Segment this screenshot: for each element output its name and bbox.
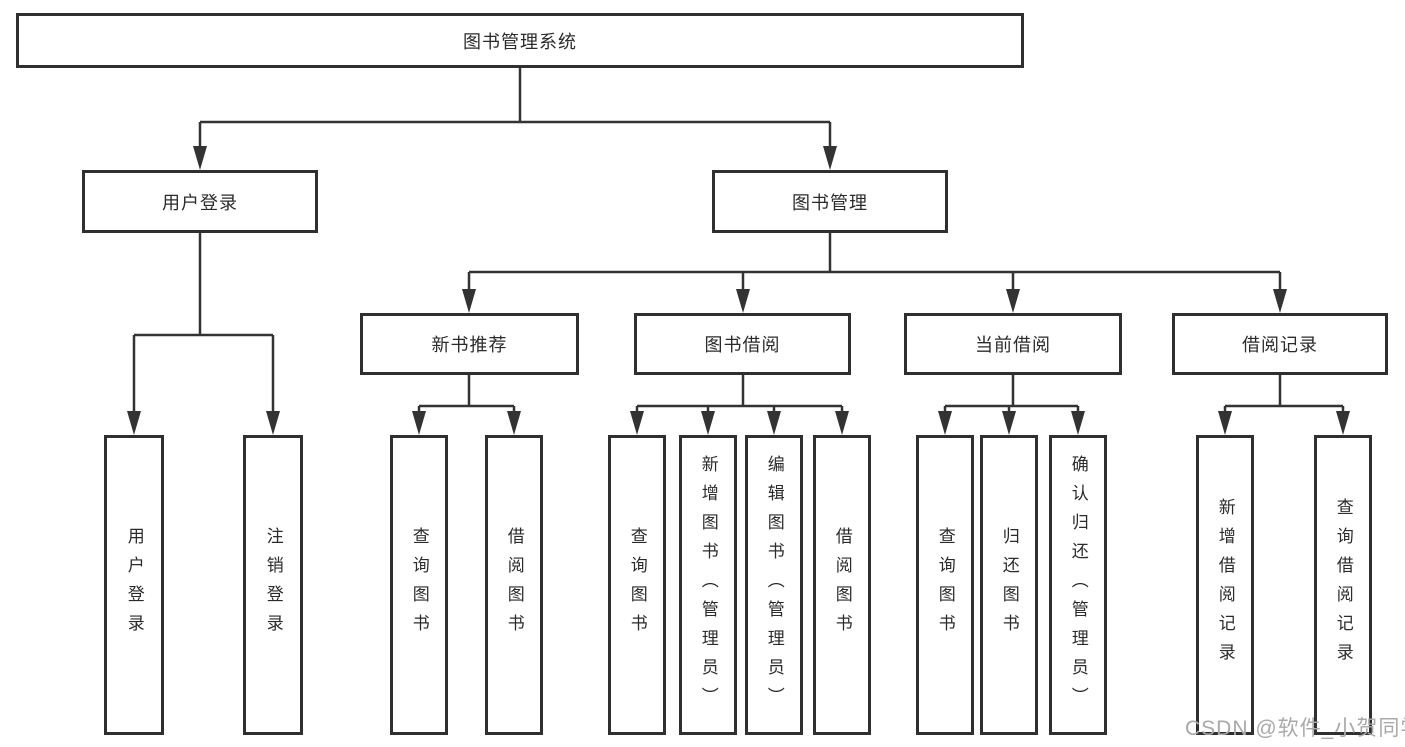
leaf-label: 确认归还（管理员） — [1068, 454, 1088, 716]
leaf-current-confirm-return-admin: 确认归还（管理员） — [1049, 435, 1107, 735]
leaf-user-login: 用户登录 — [104, 435, 164, 735]
node-root: 图书管理系统 — [16, 13, 1024, 68]
node-book-borrowing: 图书借阅 — [634, 313, 851, 375]
arrowhead-icon — [701, 411, 715, 435]
leaf-label: 查询图书 — [935, 527, 955, 643]
leaf-label: 借阅图书 — [832, 527, 852, 643]
connector-user-login-to-leaves — [132, 233, 275, 415]
leaf-label: 新增图书（管理员） — [698, 454, 718, 716]
leaf-newbook-query-books: 查询图书 — [390, 435, 448, 735]
arrowhead-icon — [835, 411, 849, 435]
leaf-records-add-record: 新增借阅记录 — [1196, 435, 1254, 735]
arrowheads — [127, 146, 1350, 435]
arrowhead-icon — [193, 146, 207, 170]
leaf-label: 查询图书 — [409, 527, 429, 643]
arrowhead-icon — [127, 411, 141, 435]
arrowhead-icon — [823, 146, 837, 170]
arrowhead-icon — [412, 411, 426, 435]
arrowhead-icon — [938, 411, 952, 435]
arrowhead-icon — [767, 411, 781, 435]
leaf-label: 查询借阅记录 — [1333, 498, 1353, 672]
leaf-label: 查询图书 — [627, 527, 647, 643]
connector-root-to-level1 — [198, 68, 832, 150]
arrowhead-icon — [1071, 411, 1085, 435]
leaf-borrowing-borrow-books: 借阅图书 — [813, 435, 871, 735]
leaf-label: 编辑图书（管理员） — [764, 454, 784, 716]
leaf-records-query-record: 查询借阅记录 — [1314, 435, 1372, 735]
arrowhead-icon — [266, 411, 280, 435]
leaf-label: 新增借阅记录 — [1215, 498, 1235, 672]
arrowhead-icon — [1336, 411, 1350, 435]
node-borrowing-records: 借阅记录 — [1172, 313, 1388, 375]
leaf-label: 借阅图书 — [504, 527, 524, 643]
leaf-current-return-books: 归还图书 — [980, 435, 1038, 735]
arrowhead-icon — [507, 411, 521, 435]
watermark: CSDN @软件_小贺同学 — [1185, 717, 1405, 740]
connector-book-borrowing-to-leaves — [635, 375, 844, 415]
leaf-label: 归还图书 — [999, 527, 1019, 643]
leaf-logout: 注销登录 — [243, 435, 303, 735]
leaf-borrowing-query-books: 查询图书 — [608, 435, 666, 735]
node-new-book-recommend: 新书推荐 — [360, 313, 579, 375]
connector-borrowing-records-to-leaves — [1223, 375, 1345, 415]
node-current-borrowing: 当前借阅 — [904, 313, 1122, 375]
arrowhead-icon — [1273, 289, 1287, 313]
node-user-login: 用户登录 — [82, 170, 318, 233]
arrowhead-icon — [630, 411, 644, 435]
arrowhead-icon — [736, 289, 750, 313]
arrowhead-icon — [1218, 411, 1232, 435]
leaf-label: 用户登录 — [124, 527, 144, 643]
node-book-management: 图书管理 — [712, 170, 948, 233]
connector-book-management-to-level2 — [467, 233, 1282, 292]
arrowhead-icon — [1002, 411, 1016, 435]
leaf-newbook-borrow-books: 借阅图书 — [485, 435, 543, 735]
leaf-borrowing-add-books-admin: 新增图书（管理员） — [679, 435, 737, 735]
leaf-label: 注销登录 — [263, 527, 283, 643]
connector-new-book-to-leaves — [417, 375, 516, 415]
leaf-borrowing-edit-books-admin: 编辑图书（管理员） — [745, 435, 803, 735]
arrowhead-icon — [1006, 289, 1020, 313]
arrowhead-icon — [462, 289, 476, 313]
connector-current-borrowing-to-leaves — [943, 375, 1080, 415]
leaf-current-query-books: 查询图书 — [916, 435, 974, 735]
